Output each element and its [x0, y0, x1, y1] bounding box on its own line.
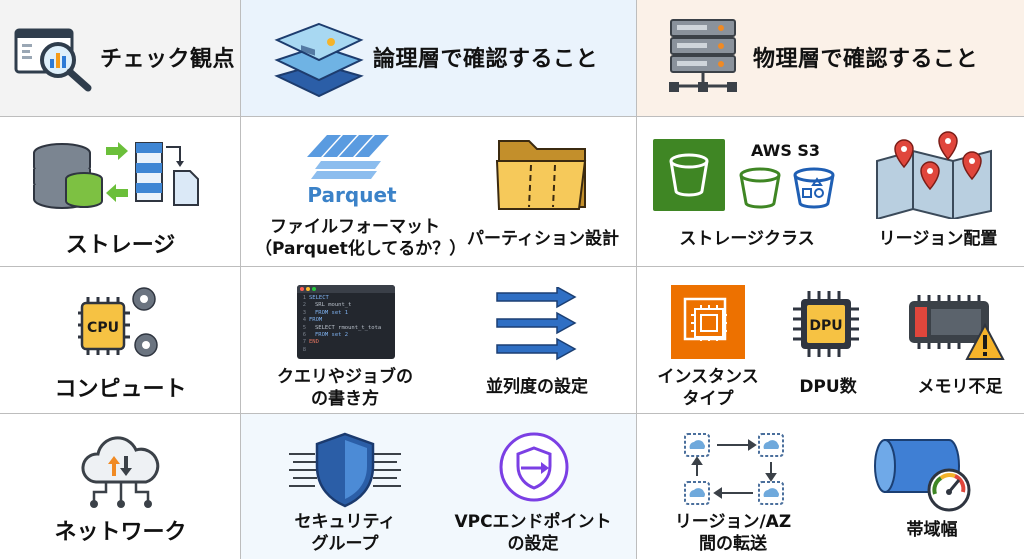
dpu-count-label: DPU数	[799, 377, 857, 397]
row-storage-label-cell: ストレージ	[0, 117, 241, 267]
storage-class-label: ストレージクラス	[679, 229, 815, 249]
region-az-transfer-icon	[684, 433, 784, 505]
ec2-orange-tile	[671, 285, 745, 359]
bandwidth-pipe-gauge-icon	[874, 439, 971, 512]
storage-physical-cell: AWS S3 ストレージクラス リージョン配置	[637, 117, 1024, 267]
s3-bucket-green-tile	[653, 139, 725, 211]
region-az-line1: リージョン/AZ	[674, 512, 792, 532]
bandwidth-label: 帯域幅	[906, 520, 958, 540]
editor-dot-red	[300, 287, 304, 291]
dpu-chip-text: DPU	[809, 318, 842, 334]
instance-chip-icon	[683, 297, 727, 341]
dpu-chip-icon: DPU	[793, 291, 859, 357]
editor-title-bar	[297, 285, 395, 293]
database-transfer-icon	[33, 142, 199, 209]
header-logical-layer: 論理層で確認すること	[241, 0, 637, 117]
magnifier-chart-icon	[14, 28, 92, 92]
header-col3-title: 物理層で確認すること	[753, 47, 979, 72]
row-compute-label-cell: CPU コンピュート	[0, 267, 241, 414]
region-placement-label: リージョン配置	[878, 229, 998, 249]
file-format-line1: ファイルフォーマット	[270, 217, 440, 237]
file-format-line2: （Parquet化してるか？）	[255, 239, 467, 259]
aws-s3-label: AWS S3	[751, 141, 821, 160]
header-col1-title: チェック観点	[100, 47, 236, 72]
row-network-label: ネットワーク	[54, 520, 187, 545]
query-job-line2: の書き方	[311, 389, 379, 409]
query-job-line1: クエリやジョブの	[277, 367, 413, 387]
region-az-line2: 間の転送	[699, 534, 767, 554]
parquet-logo-icon	[307, 135, 389, 179]
folder-partition-icon	[495, 140, 587, 210]
header-physical-layer: 物理層で確認すること	[637, 0, 1024, 117]
vpc-endpoint-icon	[499, 432, 569, 502]
editor-dot-yellow	[306, 287, 310, 291]
header-check-points: チェック観点	[0, 0, 241, 117]
parallel-arrows-icon	[496, 287, 577, 361]
bucket-shapes-blue-icon	[793, 167, 835, 209]
stacked-layers-icon	[274, 22, 364, 98]
security-group-line2: グループ	[311, 534, 379, 554]
region-map-pins-icon	[876, 131, 992, 219]
network-logical-cell: セキュリティ グループ VPCエンドポイント の設定	[241, 414, 637, 559]
cpu-chip-text: CPU	[87, 320, 119, 336]
bucket-icon	[669, 153, 709, 197]
row-storage-label: ストレージ	[65, 233, 176, 258]
memory-warning-icon	[909, 295, 1005, 360]
server-rack-icon	[669, 19, 737, 92]
instance-type-line1: インスタンス	[657, 367, 759, 387]
cloud-network-icon	[81, 436, 160, 508]
parquet-logo-text: Parquet	[307, 183, 397, 207]
storage-logical-cell: Parquet ファイルフォーマット （Parquet化してるか？） パーティシ…	[241, 117, 637, 267]
vpc-endpoint-line1: VPCエンドポイント	[454, 512, 612, 532]
security-group-line1: セキュリティ	[294, 512, 396, 532]
cpu-gears-icon: CPU	[78, 287, 158, 357]
memory-shortage-label: メモリ不足	[917, 377, 1003, 397]
bucket-outline-green-icon	[739, 167, 781, 209]
parallelism-label: 並列度の設定	[486, 377, 588, 397]
vpc-endpoint-line2: の設定	[507, 534, 559, 554]
row-network-label-cell: ネットワーク	[0, 414, 241, 559]
code-lines: SELECT SRL mount_t FROM set 1 FROM SELEC…	[309, 295, 382, 346]
row-compute-label: コンピュート	[54, 377, 187, 402]
instance-type-line2: タイプ	[682, 389, 734, 409]
partition-design-label: パーティション設計	[467, 229, 619, 249]
network-physical-cell: リージョン/AZ 間の転送 帯域幅	[637, 414, 1024, 559]
compute-physical-cell: インスタンス タイプ DPU DPU数 メモ	[637, 267, 1024, 414]
editor-dot-green	[312, 287, 316, 291]
header-col2-title: 論理層で確認すること	[373, 47, 599, 72]
shield-security-icon	[289, 432, 401, 508]
